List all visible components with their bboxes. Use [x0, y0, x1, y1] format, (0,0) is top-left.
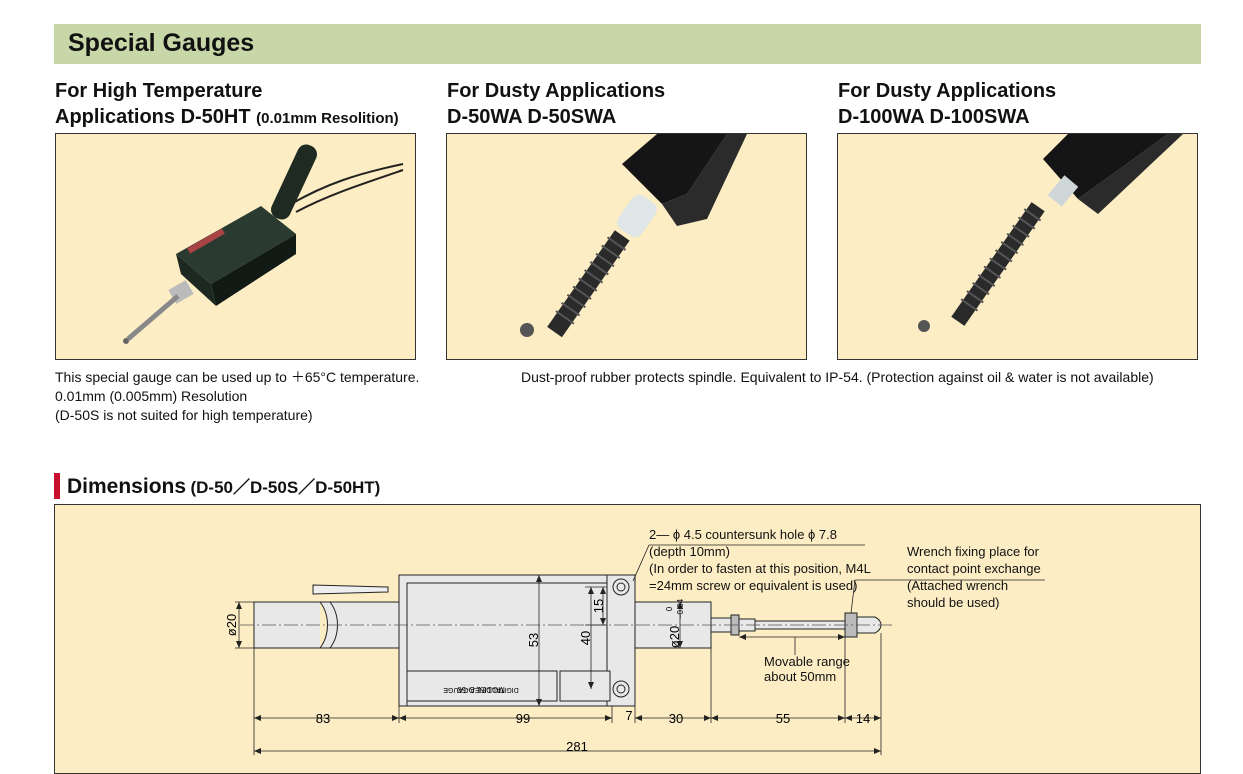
dim-dia-spindle: ø20 — [667, 626, 682, 648]
dim-14: 14 — [856, 711, 870, 726]
section-banner: Special Gauges — [54, 24, 1201, 64]
gauge-100wa-illustration — [918, 134, 1183, 332]
product-title-d100wa: For Dusty Applications D-100WA D-100SWA — [838, 80, 1057, 128]
dim-53: 53 — [526, 633, 541, 647]
dim-83: 83 — [316, 711, 330, 726]
wrench-note-1: Wrench fixing place for — [907, 544, 1040, 559]
product-title-d50wa: For Dusty Applications D-50WA D-50SWA — [447, 80, 666, 128]
dim-281: 281 — [566, 739, 588, 754]
dim-40: 40 — [578, 631, 593, 645]
gauge-wa-illustration — [520, 134, 747, 338]
dimensions-heading: Dimensions (D-50／D-50S／D-50HT) — [54, 473, 380, 499]
dim-30: 30 — [669, 711, 683, 726]
photo-d50wa — [446, 133, 807, 360]
wrench-note-3: (Attached wrench — [907, 578, 1008, 593]
gauge-ht-illustration — [123, 144, 404, 344]
photo-d100wa — [837, 133, 1198, 360]
dimensions-drawing-panel: MODEL D-50 DIGITAL LINEA GAUGE — [54, 504, 1201, 774]
movable-note-2: about 50mm — [764, 669, 836, 684]
label-model-text: MODEL D-50 — [457, 685, 505, 694]
dusty-description: Dust-proof rubber protects spindle. Equi… — [521, 369, 1154, 385]
movable-note-1: Movable range — [764, 654, 850, 669]
dimension-drawing: MODEL D-50 DIGITAL LINEA GAUGE — [224, 527, 1045, 755]
hole-note-4: =24mm screw or equivalent is used) — [649, 578, 857, 593]
wrench-note-4: should be used) — [907, 595, 1000, 610]
ht-description: This special gauge can be used up to ＋65… — [55, 369, 420, 423]
dim-dia-cable: ø20 — [224, 614, 239, 636]
photo-d50ht — [55, 133, 416, 360]
hole-note-3: (In order to fasten at this position, M4… — [649, 561, 871, 576]
label-desc-text: DIGITAL LINEA GAUGE — [443, 686, 519, 693]
dim-55: 55 — [776, 711, 790, 726]
dim-7: 7 — [625, 708, 632, 723]
dim-tol-upper: 0 — [665, 606, 674, 611]
banner-title: Special Gauges — [68, 29, 255, 57]
wrench-note-2: contact point exchange — [907, 561, 1041, 576]
product-title-ht: For High Temperature Applications D-50HT… — [55, 80, 399, 128]
dim-tol-lower: −0.04 — [676, 598, 685, 619]
dim-15: 15 — [591, 599, 606, 613]
hole-note-2: (depth 10mm) — [649, 544, 730, 559]
dim-99: 99 — [516, 711, 530, 726]
hole-note-1: 2— ϕ 4.5 countersunk hole ϕ 7.8 — [649, 527, 837, 542]
